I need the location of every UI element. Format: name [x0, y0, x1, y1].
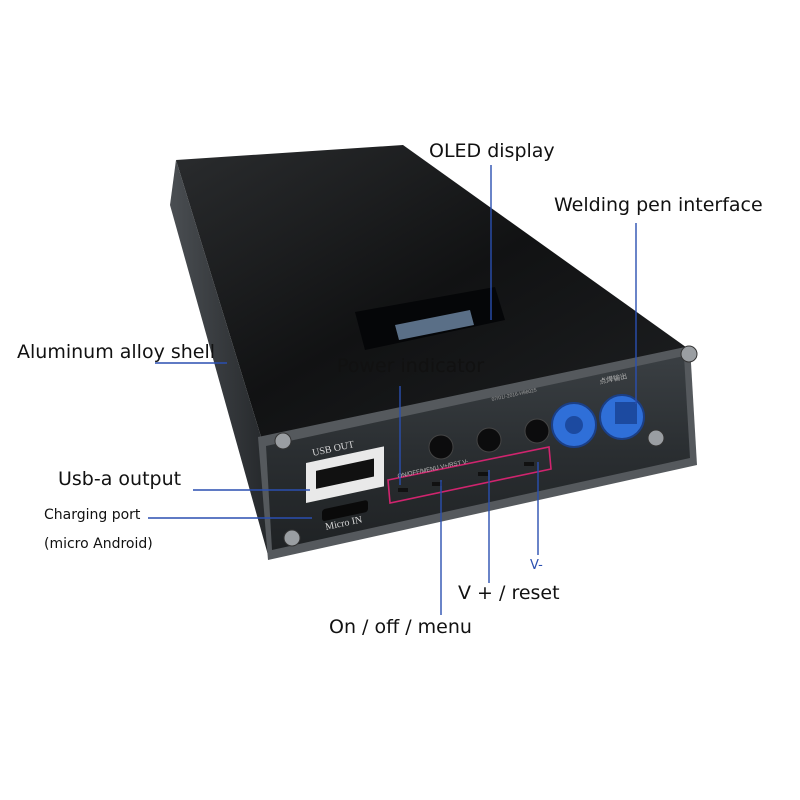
- usb-a-port: [306, 446, 384, 503]
- left-side: [170, 160, 268, 555]
- oled-display: [355, 287, 505, 350]
- welding-pen-connectors: [551, 394, 645, 448]
- screw-icon: [283, 529, 301, 547]
- callout-lines: [148, 165, 637, 615]
- v-minus-button: [524, 418, 550, 444]
- button-highlight-box: [387, 446, 552, 504]
- screw-icon: [274, 432, 292, 450]
- top-surface: [176, 145, 690, 440]
- indicator-leds: [398, 462, 534, 492]
- power-indicator-label: Power indicator: [337, 355, 485, 377]
- v-plus-reset-label: V + / reset: [458, 582, 560, 604]
- aluminum-shell-label: Aluminum alloy shell: [17, 341, 216, 363]
- charging-port-label: Charging port: [44, 507, 141, 523]
- on-off-menu-button: [428, 434, 454, 460]
- usb-output-label: Usb-a output: [58, 468, 182, 490]
- screw-icons: [274, 345, 698, 547]
- screw-icon: [647, 429, 665, 447]
- panel-buttons: [428, 418, 550, 460]
- v-minus-label: V-: [530, 558, 543, 573]
- micro-usb-port: [322, 500, 368, 521]
- screw-icon: [680, 345, 698, 363]
- welding-pen-interface-label: Welding pen interface: [554, 194, 763, 216]
- oled-display-label: OLED display: [429, 140, 555, 162]
- on-off-menu-label: On / off / menu: [329, 616, 472, 638]
- v-plus-reset-button: [476, 427, 502, 453]
- device-body: USB OUT Micro IN ON/OFF/MENU V+/RST V- 0…: [170, 145, 698, 560]
- charging-port-note: (micro Android): [44, 536, 153, 552]
